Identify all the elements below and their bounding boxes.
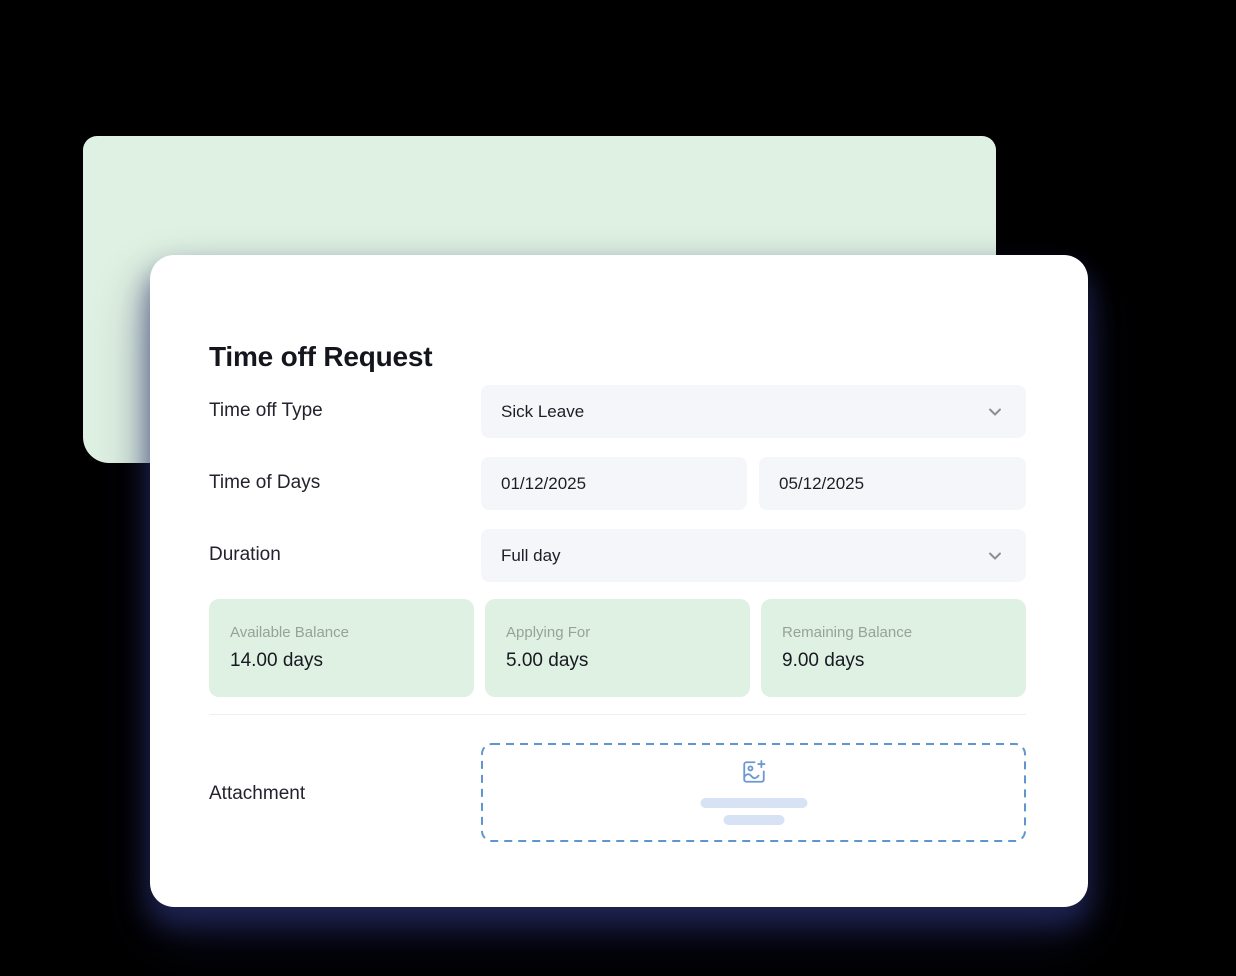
start-date-value: 01/12/2025 xyxy=(501,473,587,493)
duration-label: Duration xyxy=(209,544,281,565)
balance-value: 5.00 days xyxy=(506,650,589,671)
end-date-field[interactable]: 05/12/2025 xyxy=(759,457,1026,510)
balance-value: 9.00 days xyxy=(782,650,865,671)
time-of-days-label: Time of Days xyxy=(209,472,321,493)
duration-select[interactable]: Full day xyxy=(481,529,1026,582)
upload-placeholder-bar-1 xyxy=(700,798,807,808)
balance-value: 14.00 days xyxy=(230,650,323,671)
time-off-type-label: Time off Type xyxy=(209,400,323,421)
dashed-border xyxy=(481,743,1026,842)
attachment-dropzone[interactable] xyxy=(481,743,1026,842)
balance-label: Remaining Balance xyxy=(782,624,913,641)
end-date-value: 05/12/2025 xyxy=(779,473,865,493)
balance-card-applying: Applying For 5.00 days xyxy=(485,599,750,697)
upload-placeholder-bar-2 xyxy=(723,815,784,825)
chevron-down-icon xyxy=(989,552,1001,559)
start-date-field[interactable]: 01/12/2025 xyxy=(481,457,747,510)
time-off-type-value: Sick Leave xyxy=(501,401,585,421)
time-off-type-select[interactable]: Sick Leave xyxy=(481,385,1026,438)
balance-label: Available Balance xyxy=(230,624,349,641)
balance-card-available: Available Balance 14.00 days xyxy=(209,599,474,697)
time-off-request-card: Time off Request Time off Type Sick Leav… xyxy=(150,255,1088,907)
balance-card-remaining: Remaining Balance 9.00 days xyxy=(761,599,1026,697)
image-plus-icon xyxy=(742,760,765,783)
duration-value: Full day xyxy=(501,545,561,565)
page-title: Time off Request xyxy=(209,340,433,372)
balance-label: Applying For xyxy=(506,624,591,641)
chevron-down-icon xyxy=(989,408,1001,415)
section-divider xyxy=(209,714,1026,715)
attachment-label: Attachment xyxy=(209,783,306,804)
